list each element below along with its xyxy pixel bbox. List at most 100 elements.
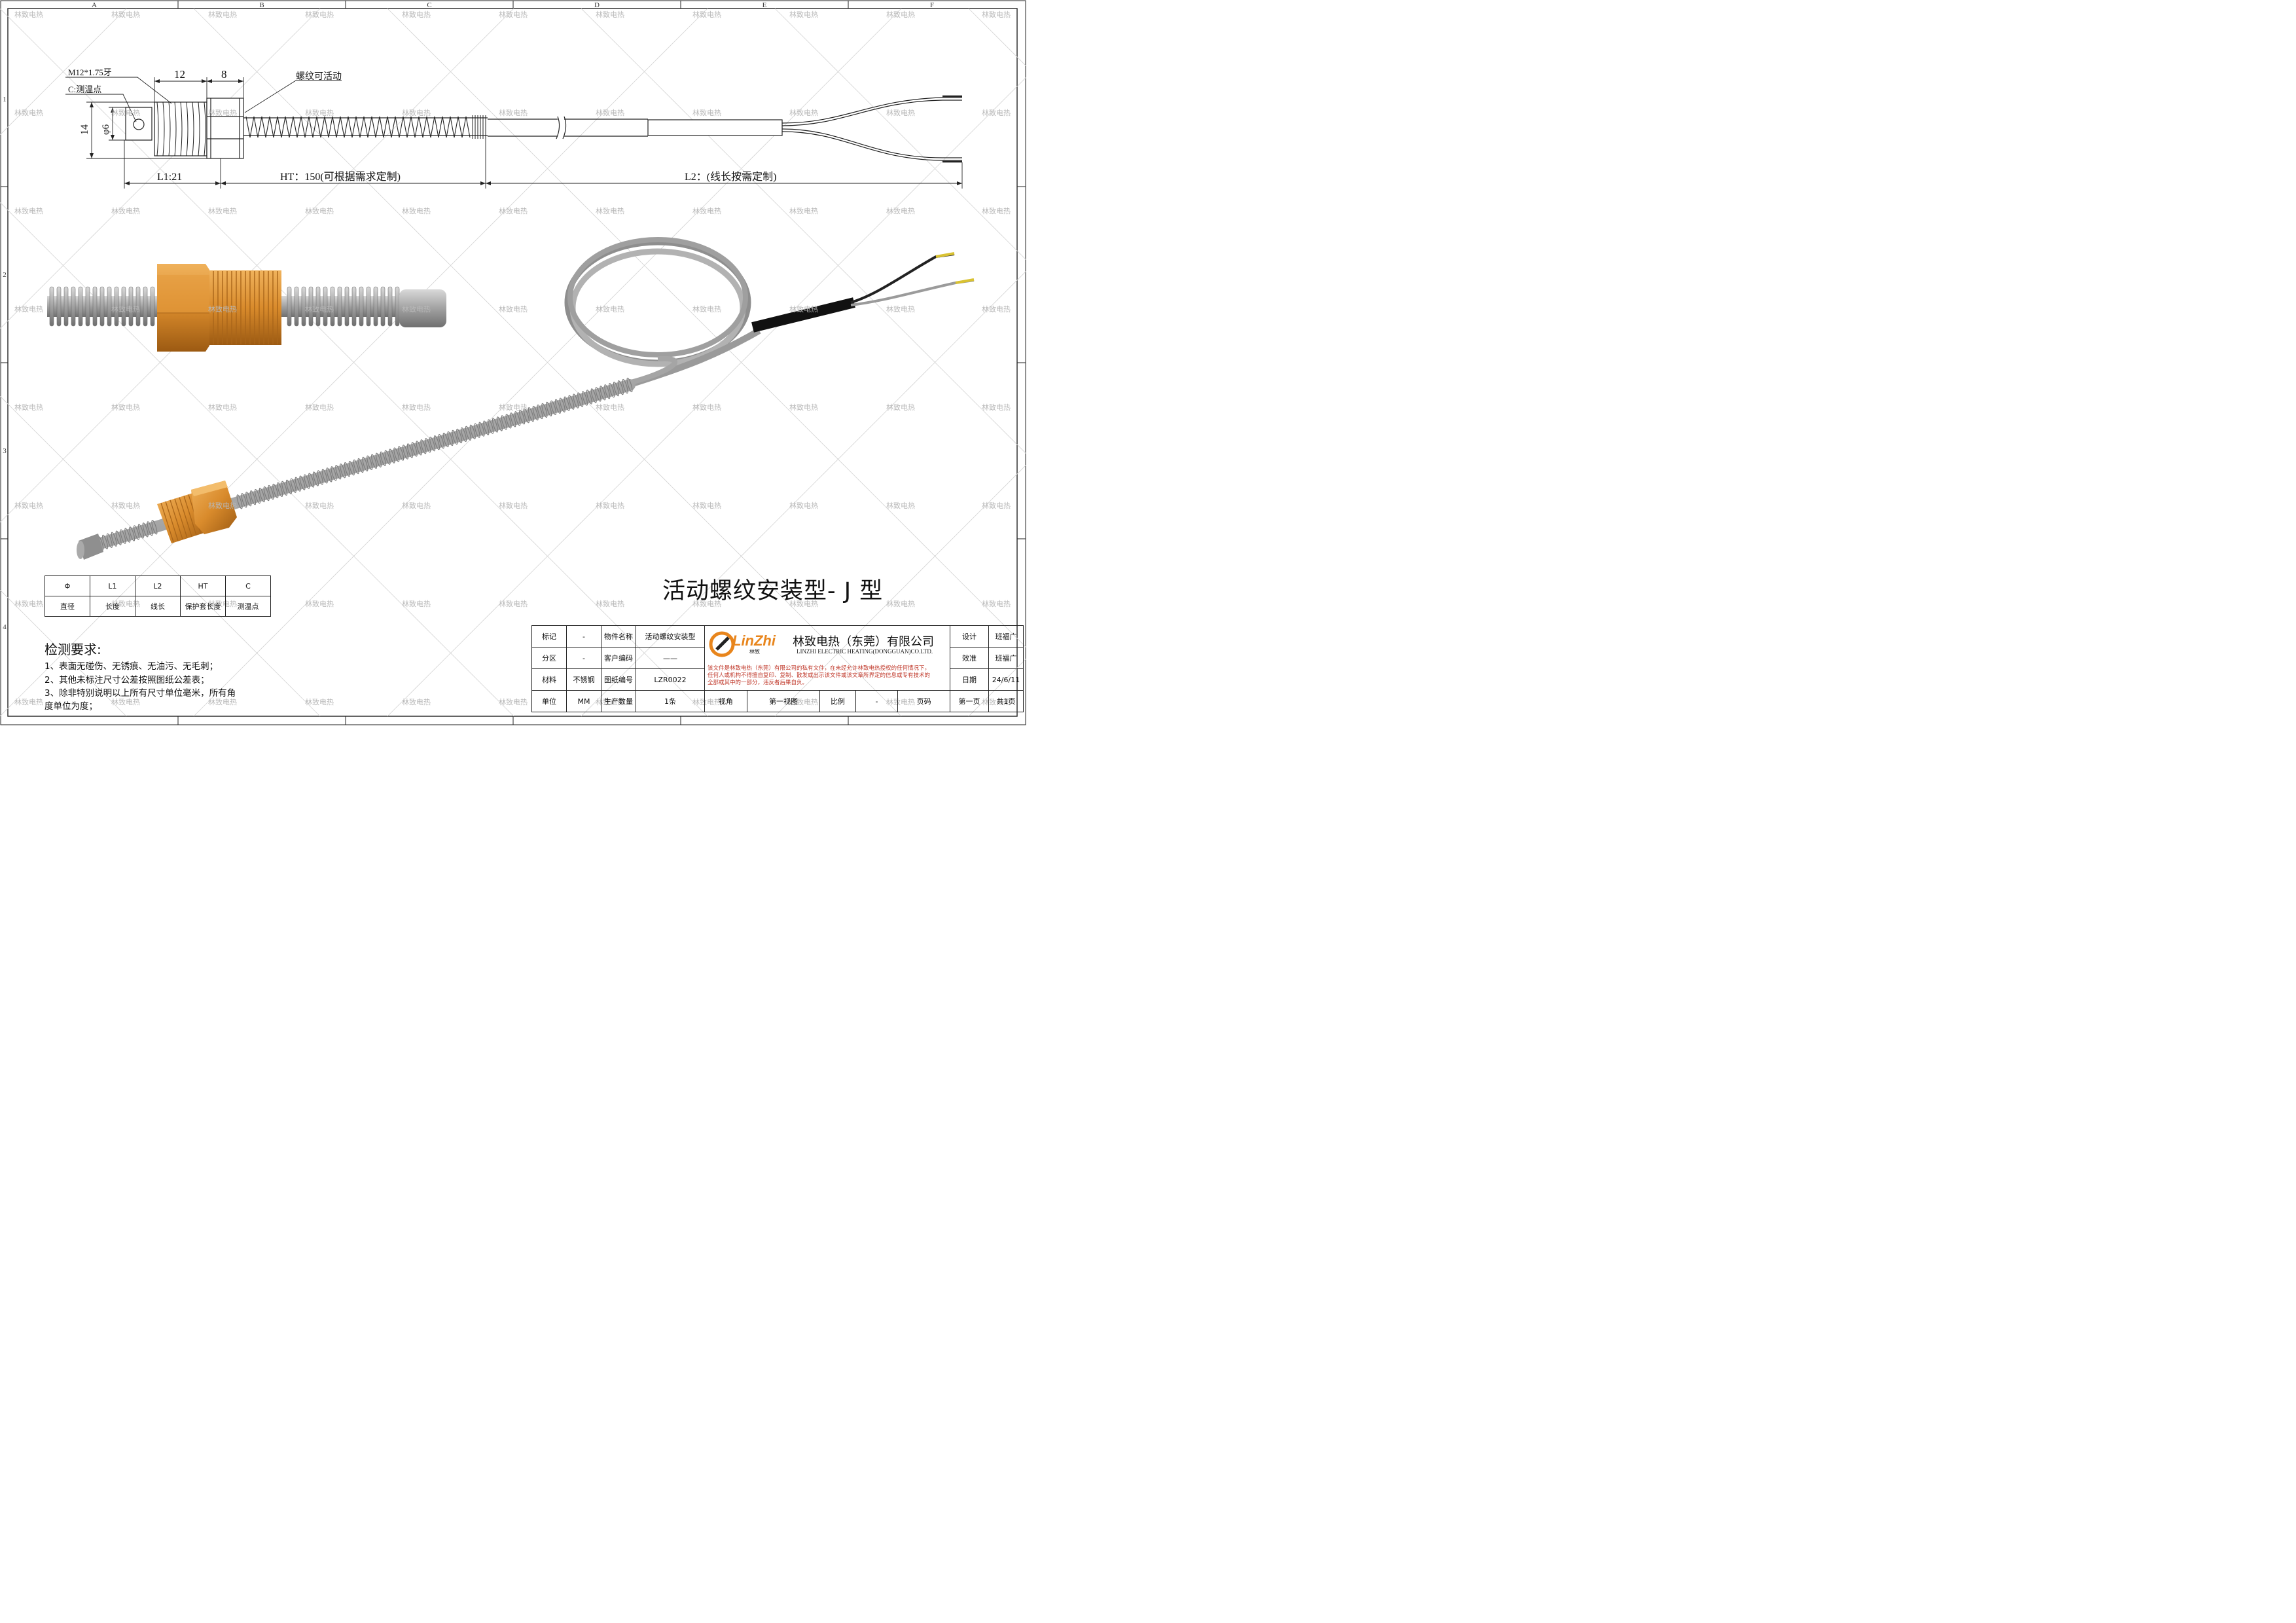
column-label-a: A [92,1,97,9]
watermark-text: 林致电热 [305,207,334,215]
dimension-arrows [90,79,962,185]
dim-8-label: 8 [221,68,227,81]
requirement-line-3: 3、除非特别说明以上所有尺寸单位毫米，所有角 [45,688,236,699]
watermark-text: 林致电热 [789,403,818,412]
watermark-text: 林致电热 [982,403,1011,412]
tb-qty-value: 1条 [636,690,705,712]
tb-qty-label: 生产数量 [601,690,636,712]
main-title: 活动螺纹安装型- J 型 [662,578,884,604]
watermark-text: 林致电热 [14,207,43,215]
watermark-text: 林致电热 [208,109,237,117]
render-probe-closeup [47,264,446,352]
tb-view-value: 第一视图 [747,691,821,712]
watermark-text: 林致电热 [111,305,140,314]
watermark-text: 林致电热 [692,109,721,117]
watermark-text: 林致电热 [402,600,431,608]
watermark-text: 林致电热 [402,305,431,314]
watermark-text: 林致电热 [886,305,915,314]
watermark-text: 林致电热 [305,600,334,608]
title-block: 标记 - 物件名称 活动螺纹安装型 LinZhi 林致 林致电热（东莞）有限公司… [531,625,1024,712]
legend-meaning-l1: 长度 [90,596,135,617]
tb-material-value: 不锈钢 [566,668,601,691]
watermark-text: 林致电热 [596,10,624,19]
company-name-cn: 林致电热（东莞）有限公司 [793,635,934,649]
row-label-4: 4 [3,623,7,631]
watermark-text: 林致电热 [886,403,915,412]
technical-drawing [65,77,963,189]
watermark-text: 林致电热 [208,698,237,706]
logo-sub: 林致 [749,649,760,655]
requirements-title: 检测要求: [45,642,101,657]
watermark-text: 林致电热 [789,10,818,19]
watermark-text: 林致电热 [305,698,334,706]
tb-total-value: 共1页 [988,690,1024,712]
watermark-text: 林致电热 [305,10,334,19]
watermark-text: 林致电热 [111,10,140,19]
tb-page-label: 页码 [916,697,931,706]
tb-date-value: 24/6/11 [988,668,1024,691]
dim-12-label: 12 [174,68,185,81]
watermark-text: 林致电热 [14,10,43,19]
watermark-text: 林致电热 [402,10,431,19]
watermark-text: 林致电热 [886,109,915,117]
watermark-text: 林致电热 [208,403,237,412]
watermark-text: 林致电热 [499,501,528,510]
watermark-text: 林致电热 [692,207,721,215]
watermark-text: 林致电热 [208,207,237,215]
legend-header-phi: Φ [45,575,90,596]
watermark-text: 林致电热 [499,698,528,706]
legend-header-l2: L2 [135,575,181,596]
watermark-text: 林致电热 [208,305,237,314]
watermark-text: 林致电热 [596,109,624,117]
watermark-text: 林致电热 [789,501,818,510]
row-label-3: 3 [3,447,7,455]
watermark-text: 林致电热 [14,600,43,608]
watermark-text: 林致电热 [789,600,818,608]
tb-check-label: 效准 [950,647,989,669]
tb-check-value: 班福广 [988,647,1024,669]
watermark-text: 林致电热 [789,305,818,314]
watermark-text: 林致电热 [692,501,721,510]
render-full-assembly [77,237,975,560]
watermark-text: 林致电热 [14,305,43,314]
tb-mark-label: 标记 [531,625,567,647]
tb-view-row: 视角 第一视图 比例 - 页码 [704,690,950,712]
tb-date-label: 日期 [950,668,989,691]
watermark-text: 林致电热 [692,305,721,314]
sensing-point-label: C:测温点 [68,84,101,94]
watermark-text: 林致电热 [402,698,431,706]
watermark-text: 林致电热 [14,501,43,510]
hex-nut [206,98,244,159]
watermark-text: 林致电热 [402,109,431,117]
column-ticks [1,1,1026,725]
l1-label: L1:21 [157,172,182,183]
row-label-1: 1 [3,96,7,103]
column-label-c: C [427,1,431,9]
spring [245,116,471,138]
watermark-text: 林致电热 [14,403,43,412]
legend-header-ht: HT [180,575,226,596]
watermark-text: 林致电热 [499,109,528,117]
tb-scale-label: 比例 [819,691,856,712]
watermark-text: 林致电热 [305,501,334,510]
watermark-text: 林致电热 [596,501,624,510]
watermark-text: 林致电热 [982,501,1011,510]
tb-unit-label: 单位 [531,690,567,712]
watermark-text: 林致电热 [111,109,140,117]
logo-icon [709,631,735,657]
company-name-en: LINZHI ELECTRIC HEATING(DONGGUAN)CO.LTD. [797,648,933,655]
watermark-text: 林致电热 [208,501,237,510]
confidential-notice: 该文件是林致电热（东莞）有限公司的私有文件，在未经允许林致电热授权的任何情况下，… [708,665,931,686]
tb-unit-value: MM [566,690,601,712]
watermark-text: 林致电热 [692,600,721,608]
watermark-text: 林致电热 [499,10,528,19]
legend-table: Φ L1 L2 HT C 直径 长度 线长 保护套长度 测温点 [45,575,271,617]
legend-meaning-l2: 线长 [135,596,181,617]
column-label-f: F [930,1,934,9]
watermark-text: 林致电热 [982,207,1011,215]
column-label-d: D [594,1,600,9]
tb-drawing-no-value: LZR0022 [636,668,705,691]
black-shrink-tube [751,297,855,333]
heat-shrink [647,119,783,136]
assembly-hex-nut [191,481,237,534]
